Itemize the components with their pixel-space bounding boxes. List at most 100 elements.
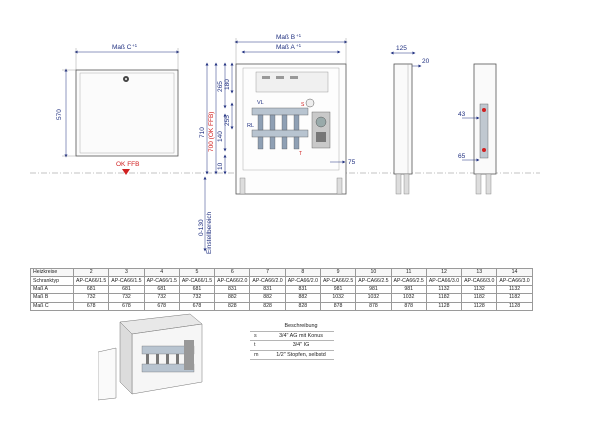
supply-manifold	[251, 107, 309, 116]
marker-t: T	[299, 151, 302, 157]
table-cell: 981	[319, 284, 357, 295]
dim-b-label: Maß B	[276, 34, 295, 41]
h710-label: 710	[199, 127, 206, 138]
h43-label: 43	[458, 111, 466, 118]
side-view: 125 20	[390, 45, 430, 195]
table-header-cell: 4	[143, 267, 180, 278]
table-cell: AP-CA66/3.0	[425, 276, 463, 286]
adjust-range-value: 0-130	[198, 219, 205, 236]
h700-label: 700 (OK FFB)	[208, 112, 215, 152]
table-cell: 678	[72, 301, 110, 311]
table-cell: 681	[108, 284, 145, 295]
technical-drawing: Maß C +1 570 OK FFB Maß B +1 Maß A +1	[30, 33, 540, 254]
open-view: Maß B +1 Maß A +1 VL RL S T	[198, 33, 356, 254]
marker-s: S	[301, 102, 305, 108]
table-cell: 831	[284, 284, 321, 295]
table-cell: 678	[108, 301, 145, 311]
table-cell: AP-CA66/2.0	[214, 276, 251, 286]
table-cell: 1128	[461, 301, 498, 311]
table-header-cell: 5	[178, 267, 216, 278]
table-cell: 882	[249, 293, 286, 303]
table-header-cell: Heizkreise	[30, 267, 74, 278]
front-view: Maß C +1 570 OK FFB	[56, 43, 180, 175]
ok-ffb-label: OK FFB	[116, 161, 139, 168]
table-cell: 878	[390, 301, 427, 311]
gauge-icon	[305, 98, 315, 108]
table-cell: AP-CA66/2.5	[355, 276, 392, 286]
dim-a-label: Maß A	[276, 44, 295, 51]
table-cell: 831	[249, 284, 286, 295]
table-cell: 1182	[496, 293, 533, 303]
side-offset-label: 75	[348, 159, 356, 166]
table-cell: 1182	[461, 293, 498, 303]
h140-label: 140	[217, 131, 224, 142]
dim-c-label: Maß C	[112, 44, 132, 51]
h180-label: 180	[224, 79, 231, 90]
table-header-cell: 8	[284, 267, 321, 278]
table-cell: 732	[178, 293, 216, 303]
table-cell: 681	[178, 284, 216, 295]
table-cell: Schranktyp	[30, 276, 74, 286]
table-cell: 1132	[461, 284, 498, 295]
table-cell: 831	[214, 284, 251, 295]
table-cell: 681	[72, 284, 110, 295]
table-header-cell: 14	[496, 267, 533, 278]
table-cell: AP-CA66/3.0	[496, 276, 533, 286]
table-header-cell: 12	[425, 267, 463, 278]
cabinet-photo	[98, 313, 203, 401]
table-cell: 878	[355, 301, 392, 311]
table-cell: Maß B	[30, 293, 74, 303]
table-cell: 678	[178, 301, 216, 311]
table-header-cell: 7	[249, 267, 286, 278]
table-cell: 882	[214, 293, 251, 303]
top-rail	[255, 71, 329, 93]
table-cell: AP-CA66/2.5	[390, 276, 427, 286]
table-cell: 1132	[425, 284, 463, 295]
adjust-range-label: Einstellbereich	[206, 211, 213, 254]
table-cell: 1032	[319, 293, 357, 303]
table-cell: 1182	[425, 293, 463, 303]
table-cell: 1128	[496, 301, 533, 311]
return-manifold	[251, 129, 309, 138]
table-cell: 1032	[390, 293, 427, 303]
h265-label: 265	[217, 81, 224, 92]
table-cell: 732	[143, 293, 180, 303]
table-cell: AP-CA66/3.0	[461, 276, 498, 286]
h255-label: 255	[224, 115, 231, 126]
table-cell: AP-CA66/1.5	[108, 276, 145, 286]
table-header-cell: 11	[390, 267, 427, 278]
rl-label: RL	[247, 123, 254, 129]
table-cell: 878	[319, 301, 357, 311]
h65-label: 65	[458, 153, 466, 160]
table-cell: AP-CA66/1.5	[72, 276, 110, 286]
table-cell: AP-CA66/2.0	[284, 276, 321, 286]
table-cell: 828	[284, 301, 321, 311]
side-offset-20: 20	[422, 58, 430, 65]
table-cell: 828	[214, 301, 251, 311]
table-cell: AP-CA66/1.5	[143, 276, 180, 286]
table-cell: 882	[284, 293, 321, 303]
table-cell: 681	[143, 284, 180, 295]
dim-c-sup: +1	[132, 43, 138, 48]
vl-label: VL	[257, 100, 264, 106]
table-cell: 828	[249, 301, 286, 311]
table-cell: AP-CA66/1.5	[178, 276, 216, 286]
h10-label: 10	[217, 162, 224, 170]
table-cell: Maß A	[30, 284, 74, 295]
table-cell: Maß C	[30, 301, 74, 311]
legend-title: Beschreibung	[268, 322, 334, 332]
table-cell: 732	[108, 293, 145, 303]
front-height-label: 570	[56, 109, 63, 120]
table-header-cell: 3	[108, 267, 145, 278]
table-cell: 981	[355, 284, 392, 295]
